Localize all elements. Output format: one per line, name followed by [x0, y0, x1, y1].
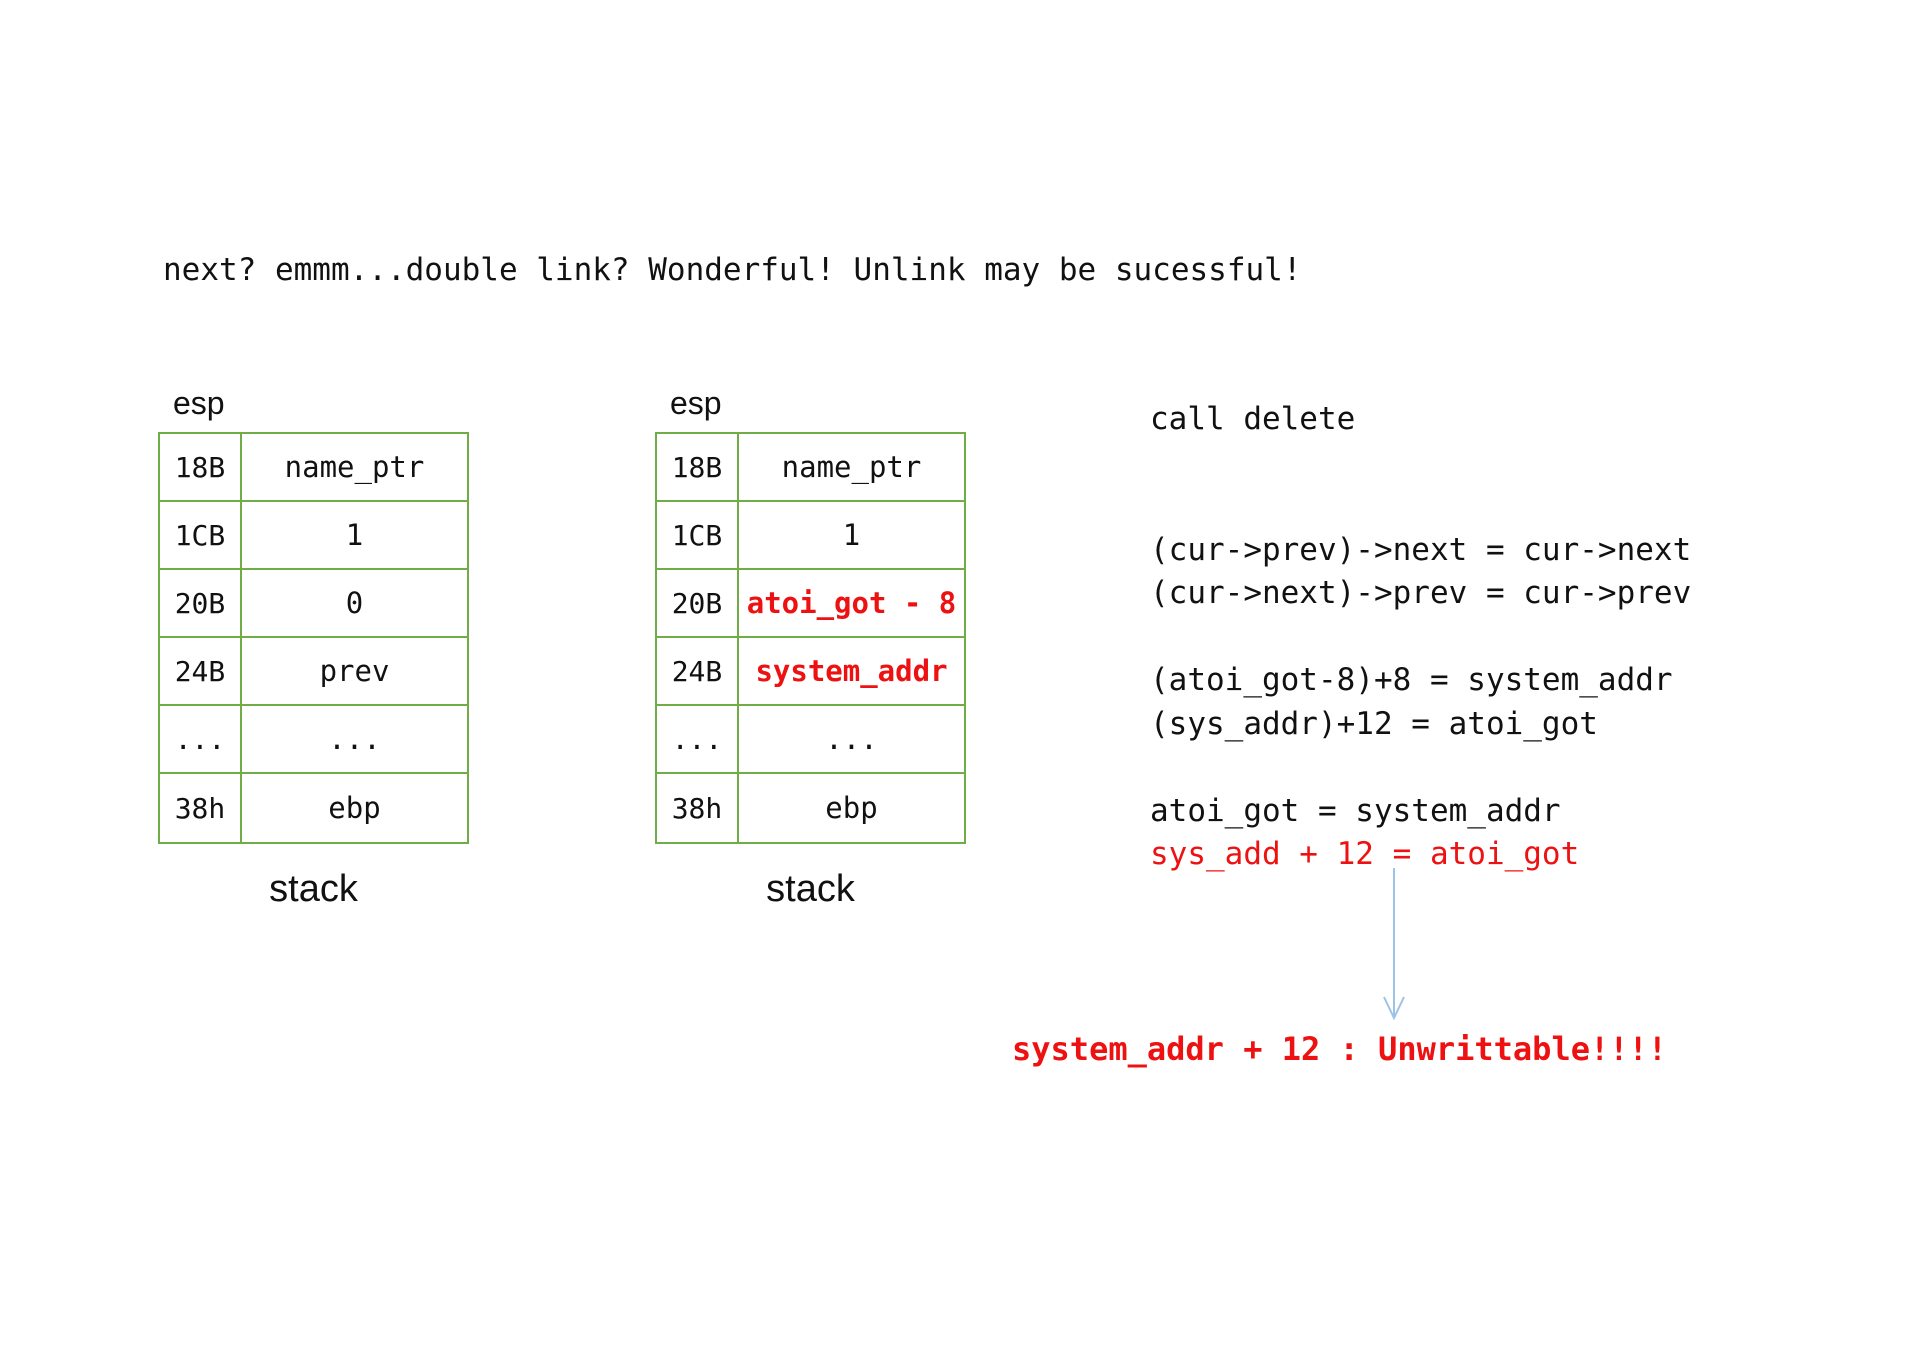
stack-caption: stack [766, 868, 855, 910]
table-row: ...... [657, 706, 964, 774]
note-line: (atoi_got-8)+8 = system_addr [1150, 662, 1673, 698]
value-cell: system_addr [755, 654, 948, 688]
esp-register-label: esp [173, 385, 225, 421]
table-row: 24B system_addr [657, 638, 964, 706]
down-arrow-icon [1379, 866, 1409, 1024]
table-row: 38h ebp [160, 774, 467, 842]
esp-register-label: esp [670, 385, 722, 421]
table-row: 24B prev [160, 638, 467, 706]
address-cell: 18B [160, 434, 242, 500]
value-cell: atoi_got - 8 [746, 586, 957, 620]
address-cell: 24B [160, 638, 242, 704]
note-line: sys_add + 12 = atoi_got [1150, 836, 1580, 872]
stack-caption: stack [269, 868, 358, 910]
note-line: atoi_got = system_addr [1150, 792, 1561, 829]
value-cell: name_ptr [284, 450, 425, 484]
address-cell: 24B [657, 638, 739, 704]
value-cell: ebp [328, 791, 381, 825]
note-line [1150, 485, 1691, 529]
address-cell: ... [657, 706, 739, 772]
note-line: (sys_addr)+12 = atoi_got [1150, 705, 1598, 742]
table-row: 18B name_ptr [160, 434, 467, 502]
address-cell: 20B [657, 570, 739, 636]
note-line: (cur->next)->prev = cur->prev [1150, 575, 1692, 611]
address-cell: ... [160, 706, 242, 772]
address-cell: 38h [657, 774, 739, 842]
page-title: next? emmm...double link? Wonderful! Unl… [163, 252, 1302, 288]
unlink-notes: call delete (cur->prev)->next = cur->nex… [1150, 398, 1691, 877]
table-row: 1CB 1 [160, 502, 467, 570]
value-cell: ... [825, 722, 878, 756]
address-cell: 1CB [160, 502, 242, 568]
value-cell: prev [319, 654, 390, 688]
note-line: call delete [1150, 401, 1356, 437]
address-cell: 38h [160, 774, 242, 842]
table-row: 38h ebp [657, 774, 964, 842]
table-row: ...... [160, 706, 467, 774]
table-row: 1CB 1 [657, 502, 964, 570]
note-line [1150, 616, 1691, 660]
value-cell: name_ptr [781, 450, 922, 484]
value-cell: 1 [842, 518, 861, 552]
address-cell: 1CB [657, 502, 739, 568]
note-line [1150, 442, 1691, 486]
address-cell: 20B [160, 570, 242, 636]
unwritable-warning: system_addr + 12 : Unwrittable!!!! [1012, 1030, 1668, 1068]
value-cell: 0 [345, 586, 364, 620]
value-cell: ebp [825, 791, 878, 825]
value-cell: ... [328, 722, 381, 756]
table-row: 18B name_ptr [657, 434, 964, 502]
note-line [1150, 746, 1691, 790]
note-line: (cur->prev)->next = cur->next [1150, 531, 1692, 568]
table-row: 20B 0 [160, 570, 467, 638]
value-cell: 1 [345, 518, 364, 552]
address-cell: 18B [657, 434, 739, 500]
